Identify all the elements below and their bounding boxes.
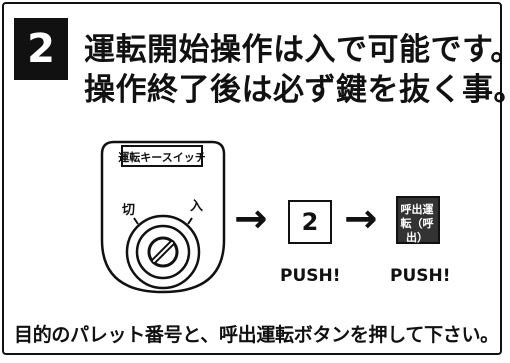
instruction-line-2: 操作終了後は必ず鍵を抜く事。: [84, 72, 510, 108]
key-switch-drawing: 運転キースイッチ 切 入: [100, 140, 226, 294]
arrow-right-icon: →: [234, 196, 268, 242]
key-switch-icon: 運転キースイッチ 切 入: [88, 132, 238, 316]
instruction-panel: 2 運転開始操作は入で可能です。 操作終了後は必ず鍵を抜く事。 運転キースイッチ…: [2, 2, 510, 355]
key-switch-on-label: 入: [190, 199, 203, 214]
key-switch-title: 運転キースイッチ: [118, 150, 205, 164]
call-operation-label: 呼出運転（呼出）: [400, 203, 434, 244]
instruction-line-1: 運転開始操作は入で可能です。: [84, 32, 510, 68]
arrow-right-icon: →: [344, 196, 378, 242]
palette-number-label: 2: [301, 208, 319, 236]
footer-instruction: 目的のパレット番号と、呼出運転ボタンを押して下さい。: [14, 324, 499, 346]
key-switch-off-label: 切: [122, 203, 135, 218]
palette-number-button: 2: [288, 200, 332, 244]
push-caption-2: PUSH!: [390, 266, 451, 286]
push-caption-1: PUSH!: [280, 266, 341, 286]
step-number-badge: 2: [14, 18, 68, 80]
instruction-text: 運転開始操作は入で可能です。 操作終了後は必ず鍵を抜く事。: [84, 30, 510, 110]
call-operation-button: 呼出運転（呼出）: [396, 196, 440, 244]
